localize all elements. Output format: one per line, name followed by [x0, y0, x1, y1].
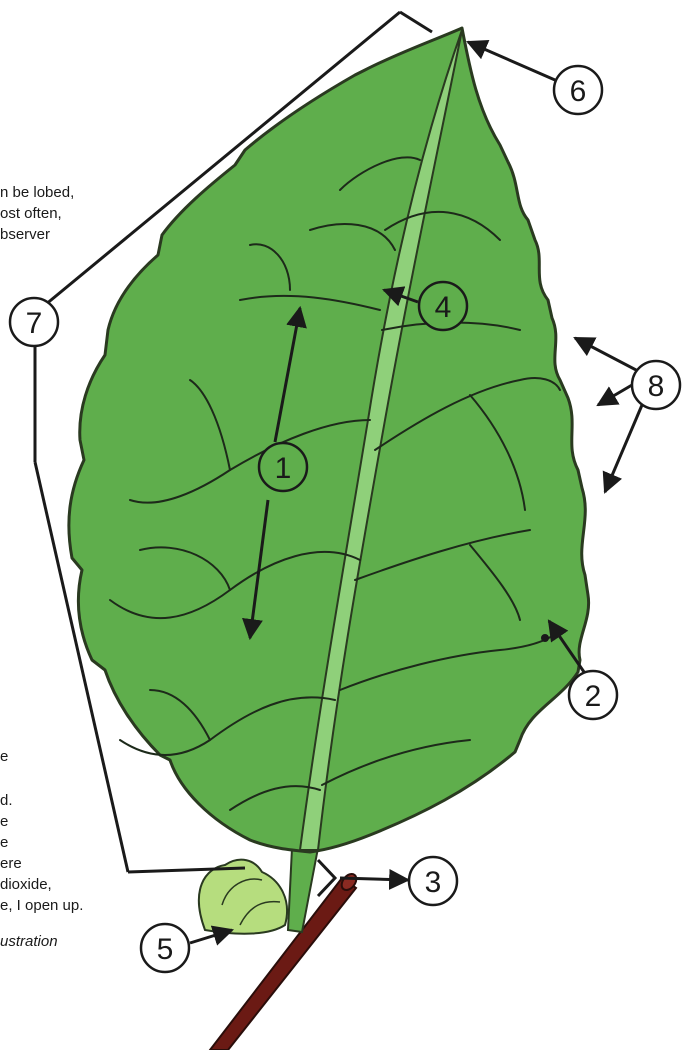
text-fragment: e [0, 812, 8, 832]
svg-text:5: 5 [157, 933, 174, 966]
svg-text:3: 3 [425, 866, 442, 899]
text-fragment: ost often, [0, 204, 62, 224]
text-fragment: bserver [0, 225, 50, 245]
text-fragment: ere [0, 854, 22, 874]
callout-3: 3 [409, 857, 457, 905]
svg-text:1: 1 [275, 452, 292, 485]
callout-1: 1 [259, 443, 307, 491]
text-fragment: e, I open up. [0, 896, 83, 916]
svg-text:6: 6 [570, 75, 587, 108]
callout-7: 7 [10, 298, 58, 346]
credit-fragment: ustration [0, 932, 58, 952]
callout-6: 6 [554, 66, 602, 114]
callout-4: 4 [419, 282, 467, 330]
svg-text:4: 4 [435, 291, 452, 324]
svg-text:7: 7 [26, 307, 43, 340]
svg-text:2: 2 [585, 680, 602, 713]
text-fragment: n be lobed, [0, 183, 74, 203]
text-fragment: dioxide, [0, 875, 52, 895]
axillary-bud [199, 860, 287, 934]
callout-2: 2 [569, 671, 617, 719]
svg-text:8: 8 [648, 370, 665, 403]
text-fragment: d. [0, 791, 13, 811]
callout-5: 5 [141, 924, 189, 972]
text-fragment: e [0, 747, 8, 767]
callout-8: 8 [632, 361, 680, 409]
margin-point [541, 634, 549, 642]
text-fragment: e [0, 833, 8, 853]
